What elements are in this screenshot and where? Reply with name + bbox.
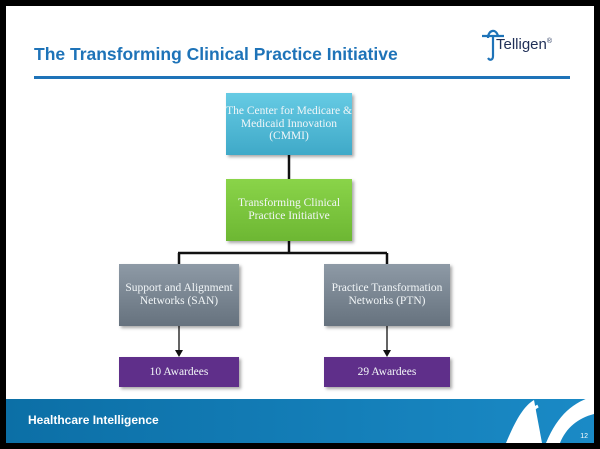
cmmi-box: The Center for Medicare & Medicaid Innov… [226, 93, 352, 155]
logo-text: Telligen [496, 36, 547, 53]
footer-tagline: Healthcare Intelligence [28, 413, 159, 427]
footer-bar: Healthcare Intelligence 12 [6, 399, 594, 443]
initiative-label: Transforming Clinical Practice Initiativ… [237, 197, 341, 222]
slide-title: The Transforming Clinical Practice Initi… [34, 44, 398, 64]
connector-lines [175, 155, 391, 357]
ptn-awardees-label: 29 Awardees [357, 365, 417, 378]
swoosh-graphic-icon [506, 396, 594, 443]
slide: The Transforming Clinical Practice Initi… [6, 6, 594, 443]
initiative-box: Transforming Clinical Practice Initiativ… [226, 179, 352, 241]
page-number: 12 [580, 433, 588, 440]
ptn-awardees-box: 29 Awardees [324, 357, 450, 387]
title-underline [34, 76, 570, 79]
logo-wordmark: Telligen® [496, 36, 552, 53]
ptn-box: Practice Transformation Networks (PTN) [324, 264, 450, 326]
cmmi-label: The Center for Medicare & Medicaid Innov… [226, 104, 352, 143]
san-awardees-label: 10 Awardees [149, 365, 209, 378]
san-awardees-box: 10 Awardees [119, 357, 239, 387]
san-box: Support and Alignment Networks (SAN) [119, 264, 239, 326]
ptn-label: Practice Transformation Networks (PTN) [331, 282, 443, 307]
san-label: Support and Alignment Networks (SAN) [125, 282, 233, 307]
telligen-logo-icon [482, 29, 504, 61]
registered-mark: ® [546, 38, 553, 45]
